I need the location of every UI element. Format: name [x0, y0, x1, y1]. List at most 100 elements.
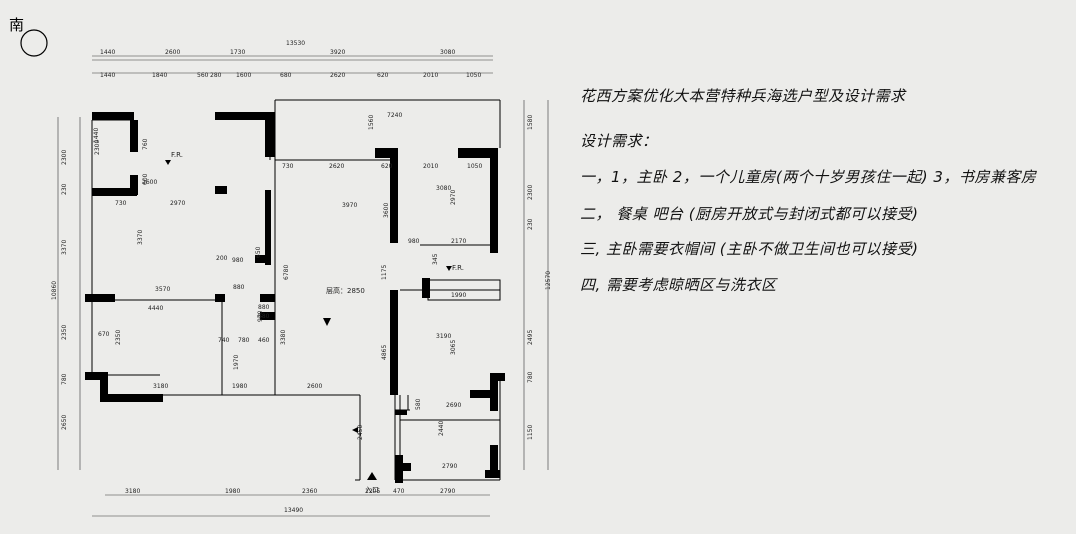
room-dim: 1560 [368, 115, 375, 130]
left-dim: 3370 [61, 240, 68, 255]
room-dim: 980 [232, 257, 244, 264]
left-dim: 230 [61, 183, 68, 195]
top-dim-sub: 680 [280, 72, 292, 79]
room-dim: 6780 [283, 265, 290, 280]
ceiling-height-label: 层高：2850 [326, 286, 365, 295]
requirement-item-2: 二， 餐桌 吧台 (厨房开放式与封闭式都可以接受) [580, 205, 919, 223]
top-dim-sub: 560 [197, 72, 209, 79]
top-total-dim: 13530 [286, 40, 305, 47]
top-dim-sub: 280 [210, 72, 222, 79]
top-dim: 2600 [165, 49, 180, 56]
room-dim: 780 [238, 337, 250, 344]
left-dim: 10860 [51, 281, 58, 300]
room-dim: 650 [255, 246, 262, 258]
requirement-item-3: 三, 主卧需要衣帽间 (主卧不做卫生间也可以接受) [580, 240, 919, 258]
room-dim: 2300 [94, 140, 101, 155]
room-dim: 3370 [137, 230, 144, 245]
room-dim: 2450 [357, 425, 364, 440]
bottom-dim: 1205 [365, 488, 380, 495]
top-dim-sub: 1840 [152, 72, 167, 79]
room-dim: 345 [432, 253, 439, 265]
room-dim: 1050 [467, 163, 482, 170]
room-dim: 3970 [342, 202, 357, 209]
room-dim: 2690 [446, 402, 461, 409]
requirements-title: 花西方案优化大本营特种兵海选户型及设计需求 [580, 87, 906, 105]
room-dim: 2970 [450, 190, 457, 205]
left-dim: 2350 [61, 325, 68, 340]
left-dim: 2300 [61, 150, 68, 165]
room-dim: 2440 [438, 421, 445, 436]
requirement-item-1: 一，1，主卧 2，一个儿童房(两个十岁男孩住一起) 3，书房兼客房 [580, 168, 1037, 186]
room-dim: 580 [415, 398, 422, 410]
right-dim: 780 [527, 371, 534, 383]
top-dim-sub: 2010 [423, 72, 438, 79]
right-dim: 1580 [527, 115, 534, 130]
bottom-dim: 470 [393, 488, 405, 495]
room-dim: 3600 [383, 203, 390, 218]
room-dim: 3380 [280, 330, 287, 345]
right-dim: 230 [527, 218, 534, 230]
room-dim: 460 [258, 337, 270, 344]
room-dim: 4440 [148, 305, 163, 312]
top-dim: 1730 [230, 49, 245, 56]
room-dim: 980 [408, 238, 420, 245]
fr-label-2: F.R. [452, 264, 464, 272]
compass-label: 南 [9, 16, 24, 34]
requirements-heading: 设计需求： [580, 132, 658, 150]
room-dim: 620 [381, 163, 393, 170]
bottom-dim: 1980 [225, 488, 240, 495]
entrance-arrow-icon [367, 472, 377, 480]
room-dim: 970 [257, 310, 264, 322]
room-dim: 3190 [436, 333, 451, 340]
room-dim: 1990 [451, 292, 466, 299]
top-dim-sub: 1600 [236, 72, 251, 79]
left-dim: 2650 [61, 415, 68, 430]
bottom-dim: 3180 [125, 488, 140, 495]
door-marker-icon [352, 427, 358, 433]
room-dim: 2790 [442, 463, 457, 470]
top-dim: 3080 [440, 49, 455, 56]
room-dim: 2010 [423, 163, 438, 170]
room-dim: 670 [98, 331, 110, 338]
thick-walls [85, 112, 505, 483]
room-dim: 1175 [381, 265, 388, 280]
room-dim: 880 [233, 284, 245, 291]
room-dim: 2600 [142, 179, 157, 186]
room-dim: 200 [216, 255, 228, 262]
room-dim: 2350 [115, 330, 122, 345]
top-dim-sub: 1440 [100, 72, 115, 79]
room-dim: 1440 [93, 128, 100, 143]
room-dim: 3570 [155, 286, 170, 293]
ceiling-marker-icon [323, 318, 331, 326]
top-dim: 3920 [330, 49, 345, 56]
top-dim-sub: 1050 [466, 72, 481, 79]
bottom-dim: 2790 [440, 488, 455, 495]
room-dim: 880 [258, 313, 270, 320]
top-dimension-row-1 [92, 55, 493, 74]
room-dim: 4865 [381, 345, 388, 360]
right-dim: 1150 [527, 425, 534, 440]
room-dim: 740 [218, 337, 230, 344]
room-dim: 730 [115, 200, 127, 207]
thin-walls [91, 99, 501, 481]
top-dim: 1440 [100, 49, 115, 56]
left-dim: 780 [61, 373, 68, 385]
floor-marker-icon-1 [165, 160, 171, 165]
room-dim: 1980 [232, 383, 247, 390]
floor-plan: 南 13530 1440 2600 1730 3920 3080 1440 1840 560… [9, 16, 552, 517]
requirement-item-4: 四, 需要考虑晾晒区与洗衣区 [580, 276, 777, 294]
room-dim: 3080 [436, 185, 451, 192]
bottom-dim: 2360 [302, 488, 317, 495]
fr-label-1: F.R. [171, 151, 183, 159]
room-dim: 760 [142, 138, 149, 150]
bottom-total-dim: 13490 [284, 507, 303, 514]
room-dim: 7240 [387, 112, 402, 119]
room-dim: 3065 [450, 340, 457, 355]
right-dim: 2300 [527, 185, 534, 200]
top-dim-sub: 2620 [330, 72, 345, 79]
room-dim: 2970 [170, 200, 185, 207]
room-dim: 2170 [451, 238, 466, 245]
right-dim: 12570 [545, 271, 552, 290]
entrance-label: 入口 [365, 486, 379, 494]
right-dim: 2495 [527, 330, 534, 345]
